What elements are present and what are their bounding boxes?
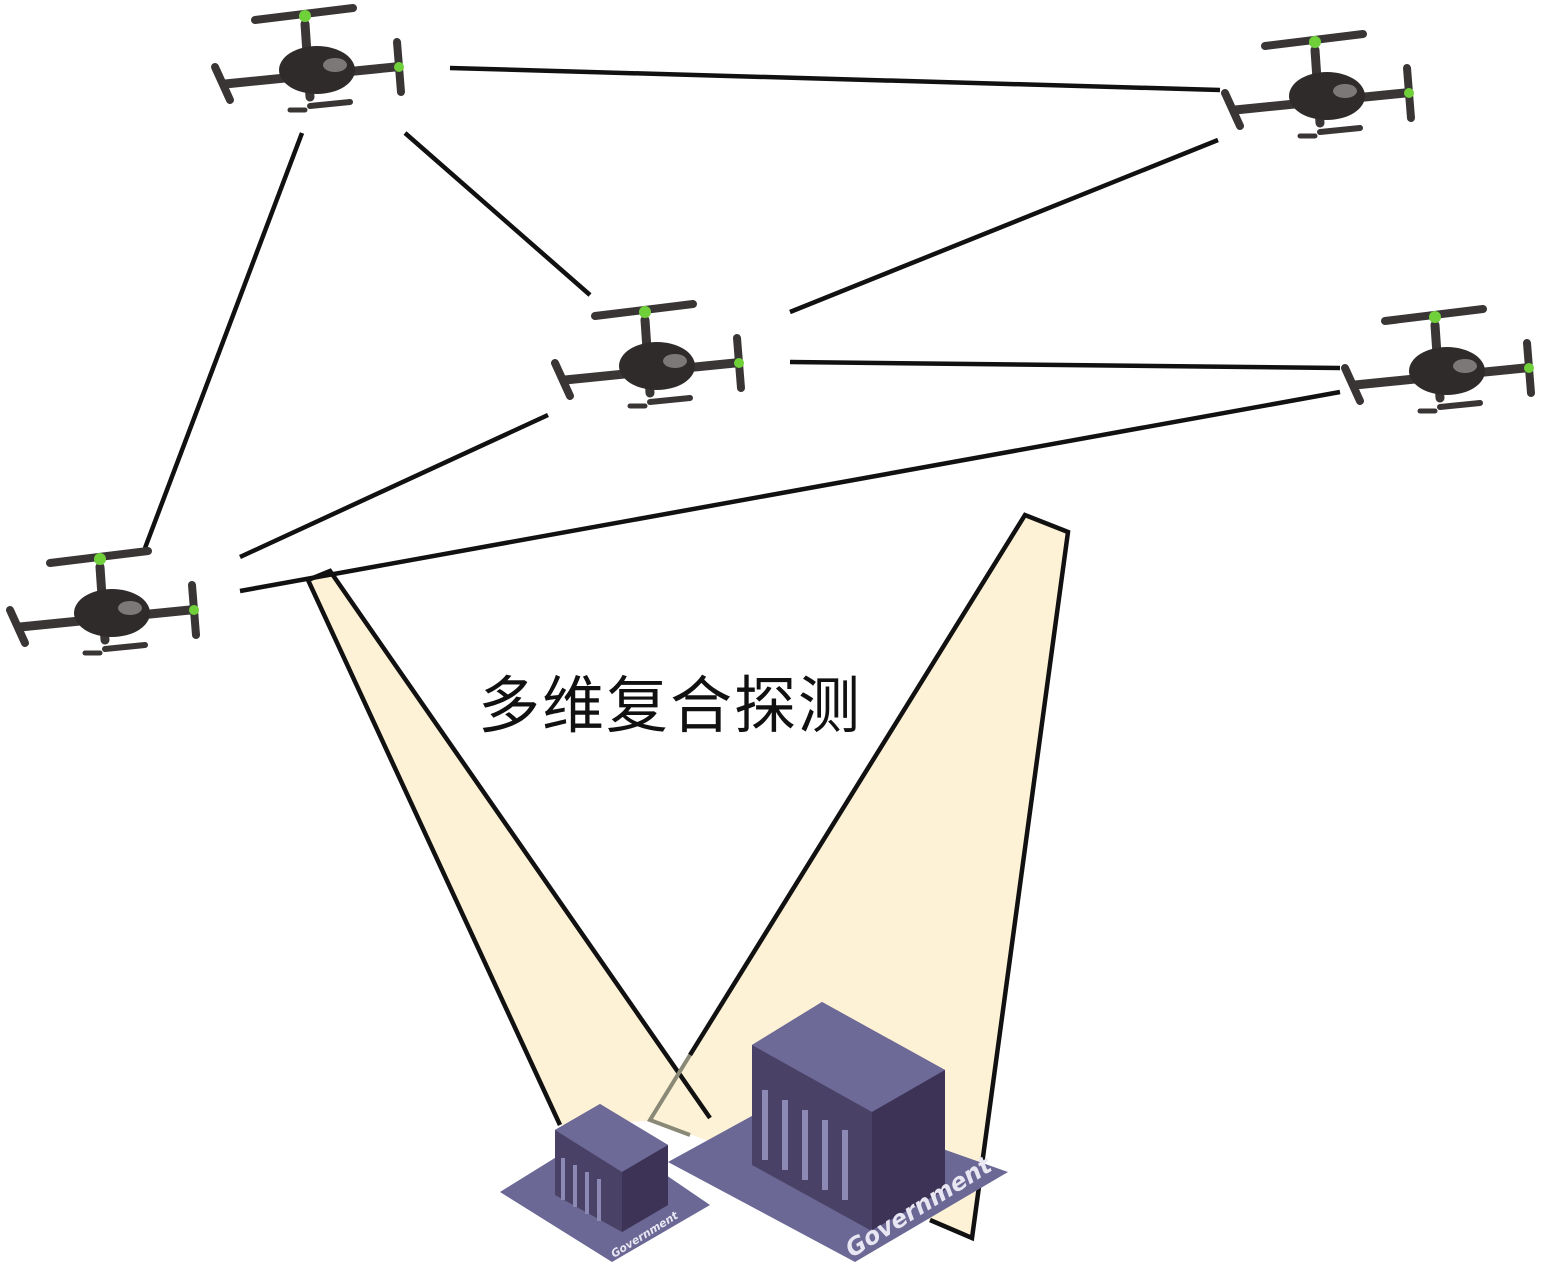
beam-right-edge	[688, 512, 1071, 1242]
drone-icon	[215, 8, 404, 110]
drone-icon	[10, 551, 199, 653]
beam-edges	[304, 512, 1071, 1242]
drone-icon	[555, 304, 744, 406]
link-1-5	[142, 132, 305, 549]
link-3-2	[789, 137, 1219, 315]
link-3-5	[239, 412, 549, 560]
link-3-4	[789, 359, 1341, 371]
detection-beam-left	[308, 571, 710, 1125]
link-5-4	[239, 389, 1341, 594]
link-1-2	[449, 65, 1221, 93]
beam-right-edge-hidden	[647, 1053, 692, 1137]
beam-left-edge	[304, 568, 712, 1126]
link-1-3	[403, 131, 592, 297]
detection-caption: 多维复合探测	[478, 669, 863, 742]
drone-icon	[1225, 34, 1414, 136]
communication-links	[142, 65, 1341, 594]
drone-icon	[1345, 309, 1534, 411]
